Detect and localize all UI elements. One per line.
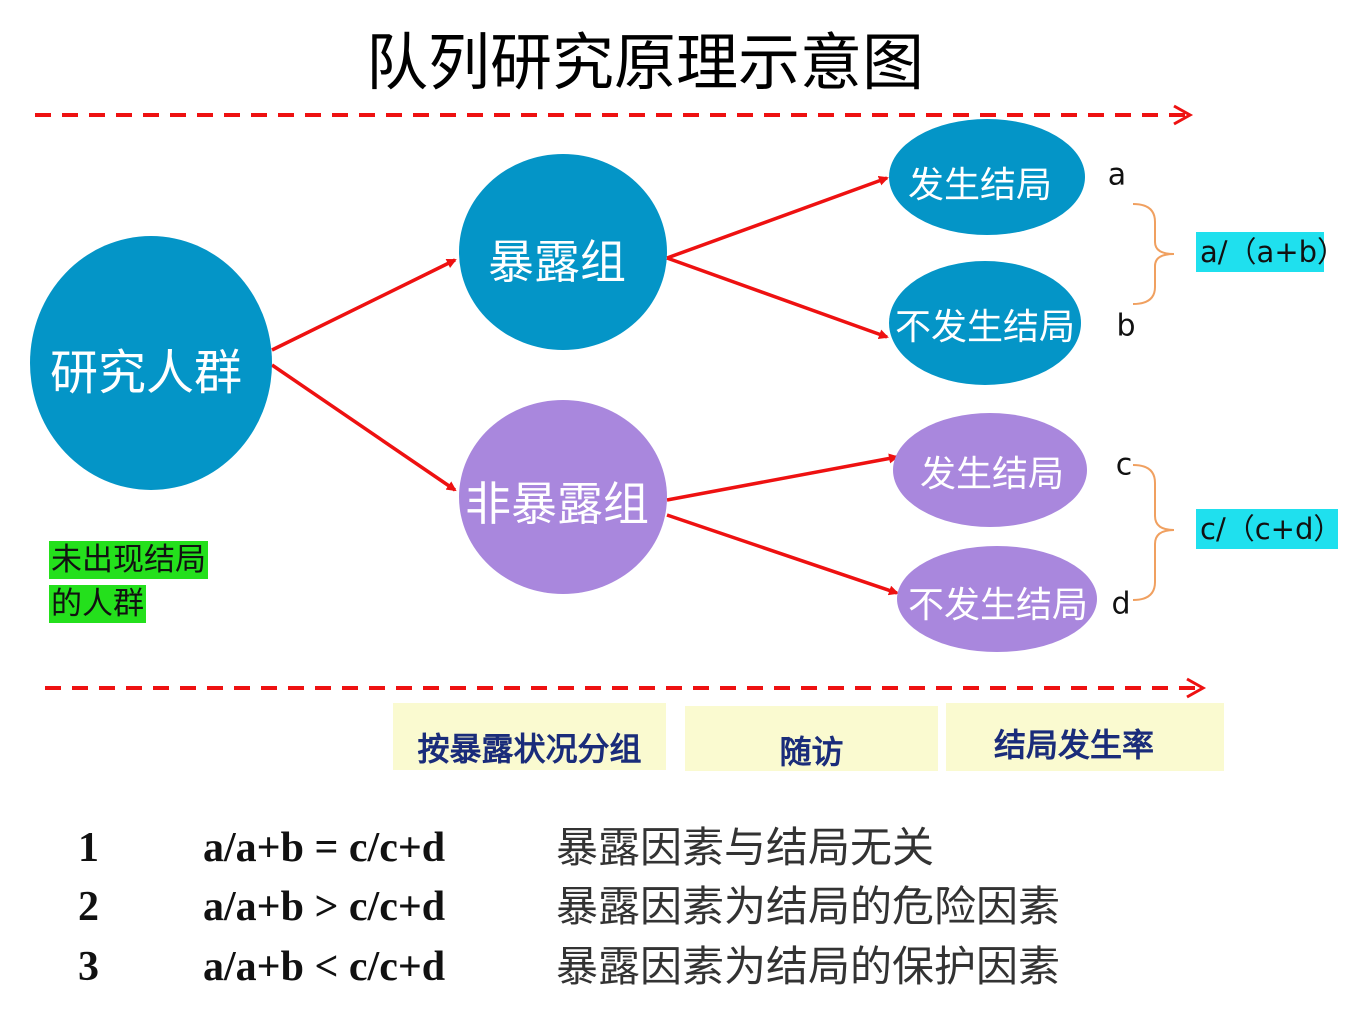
brace-ab xyxy=(1132,203,1175,305)
ratio-unexposed: c/（c+d） xyxy=(1196,509,1342,549)
note-line-2: 的人群 xyxy=(49,585,146,623)
result-meaning: 暴露因素与结局无关 xyxy=(556,823,935,872)
node-unexposed-group xyxy=(459,400,667,594)
arrow-unexposed-to-outcome xyxy=(666,453,899,502)
diagram-title: 队列研究原理示意图 xyxy=(365,26,924,99)
arrow-population-to-unexposed xyxy=(271,363,457,492)
label-study-population: 研究人群 xyxy=(49,345,243,401)
arrow-unexposed-to-no-outcome xyxy=(666,513,899,596)
stage-grouping: 按暴露状况分组 xyxy=(393,703,666,770)
label-exposed-group: 暴露组 xyxy=(488,235,626,289)
result-meaning: 暴露因素为结局的危险因素 xyxy=(556,882,1061,931)
arrow-population-to-exposed xyxy=(271,258,457,352)
arrow-exposed-to-no-outcome xyxy=(666,256,889,340)
node-exposed-outcome xyxy=(889,119,1085,235)
node-unexposed-outcome xyxy=(893,413,1087,527)
label-unexposed-outcome: 发生结局 xyxy=(919,454,1065,495)
letter-d: d xyxy=(1111,586,1131,622)
note-line-1: 未出现结局 xyxy=(49,541,208,579)
arrow-exposed-to-outcome xyxy=(666,176,889,260)
result-number: 2 xyxy=(78,884,99,930)
node-unexposed-no-outcome xyxy=(897,546,1097,652)
result-formula: a/a+b = c/c+d xyxy=(203,825,446,871)
result-formula: a/a+b > c/c+d xyxy=(203,884,446,930)
letter-a: a xyxy=(1107,157,1127,193)
result-number: 1 xyxy=(78,825,99,871)
letter-c: c xyxy=(1115,447,1133,483)
brace-cd xyxy=(1132,464,1175,601)
label-exposed-no-outcome: 不发生结局 xyxy=(894,307,1076,348)
ratio-exposed: a/（a+b） xyxy=(1196,232,1345,272)
node-study-population xyxy=(30,236,272,490)
node-exposed-no-outcome xyxy=(889,261,1081,385)
label-unexposed-no-outcome: 不发生结局 xyxy=(907,585,1089,626)
label-unexposed-group: 非暴露组 xyxy=(465,477,649,531)
label-exposed-outcome: 发生结局 xyxy=(907,165,1053,206)
node-exposed-group xyxy=(459,154,667,350)
result-meaning: 暴露因素为结局的保护因素 xyxy=(556,942,1061,991)
stage-follow-up: 随访 xyxy=(685,706,938,771)
result-number: 3 xyxy=(78,944,99,990)
stage-incidence: 结局发生率 xyxy=(946,703,1224,771)
letter-b: b xyxy=(1116,308,1136,344)
result-formula: a/a+b < c/c+d xyxy=(203,944,446,990)
